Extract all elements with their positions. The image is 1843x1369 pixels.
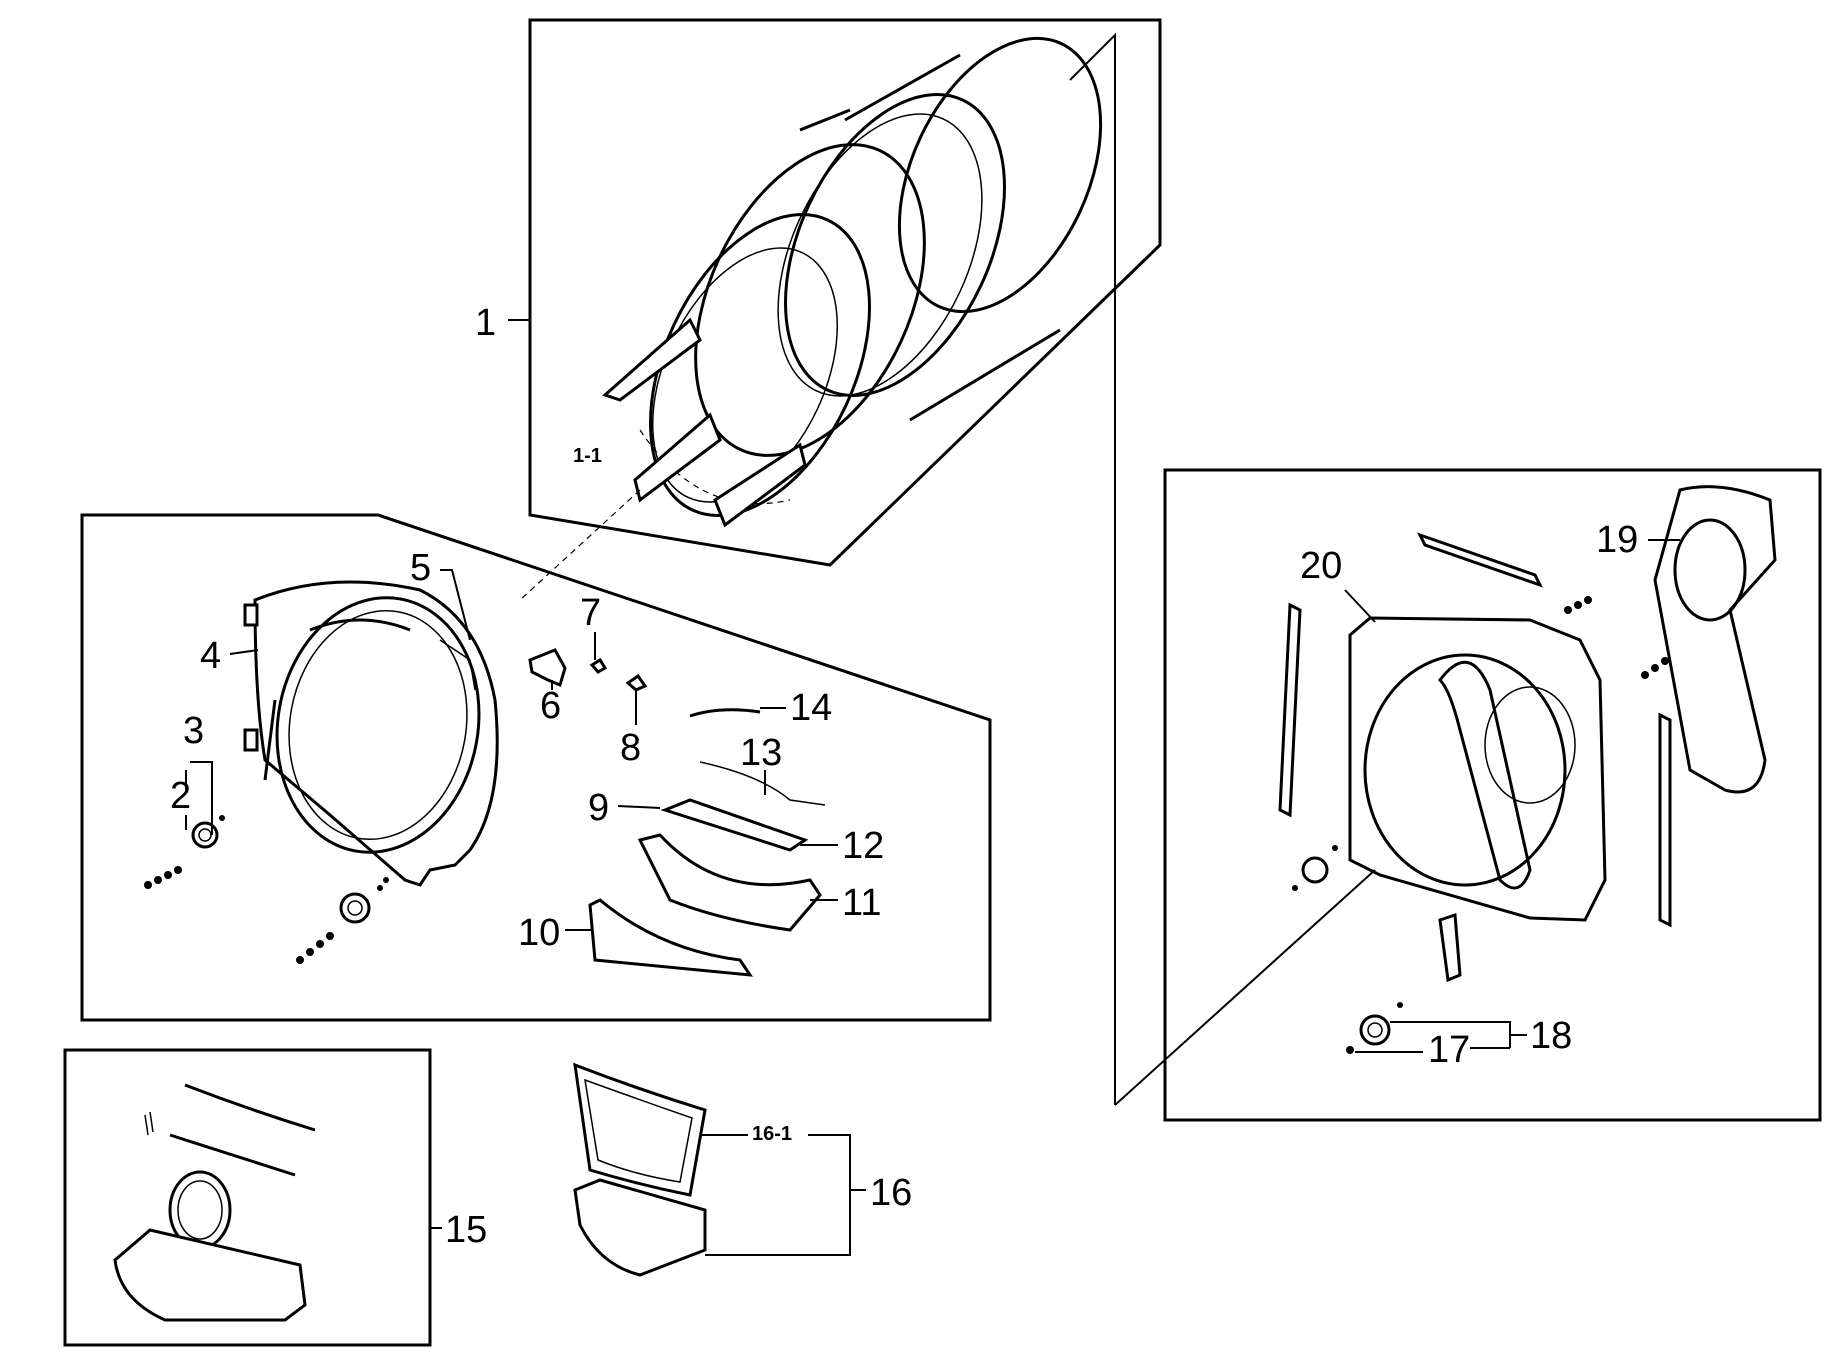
part-16-illustration [573,1178,707,1277]
label-1: 1 [475,302,496,344]
label-10: 10 [518,912,560,954]
duct-group-panel: 15 [63,1048,487,1347]
lint-filter-group: 16-1 16 [573,1062,912,1277]
drum-group-panel: 1 1-1 [475,18,1162,1105]
label-7: 7 [580,592,601,634]
label-20: 20 [1300,545,1342,587]
label-13: 13 [740,732,782,774]
label-6: 6 [540,685,561,727]
label-12: 12 [842,825,884,867]
label-16: 16 [870,1172,912,1214]
part-16-1-illustration [573,1062,707,1197]
label-2: 2 [170,775,191,817]
rear-group-panel: 19 20 18 17 [1114,468,1822,1122]
label-5: 5 [410,547,431,589]
label-3: 3 [183,710,204,752]
front-hardware-bottom [296,877,389,964]
part-20-illustration [1348,616,1607,922]
label-14: 14 [790,687,832,729]
label-17: 17 [1428,1029,1470,1071]
part-13-illustration [699,761,826,806]
label-1-1: 1-1 [573,445,602,467]
front-group-panel: 5 4 3 2 6 7 8 14 13 9 12 11 10 [80,513,992,1022]
part-6-illustration [528,648,567,688]
part-11-illustration [637,833,822,932]
label-8: 8 [620,727,641,769]
label-15: 15 [445,1209,487,1251]
part-15-illustration [113,1228,307,1322]
part-19-illustration [1653,485,1777,794]
label-9: 9 [588,787,609,829]
label-11: 11 [842,882,881,924]
part-14-illustration [689,708,761,718]
front-frame-illustration [243,580,499,887]
part-10-illustration [588,898,754,977]
part-8-illustration [625,673,648,692]
label-16-1: 16-1 [752,1123,792,1145]
part-7-illustration [589,657,608,674]
label-18: 18 [1530,1015,1572,1057]
part-12-illustration [660,798,809,852]
drum-illustration [602,36,1103,528]
label-4: 4 [200,635,221,677]
label-19: 19 [1596,519,1638,561]
